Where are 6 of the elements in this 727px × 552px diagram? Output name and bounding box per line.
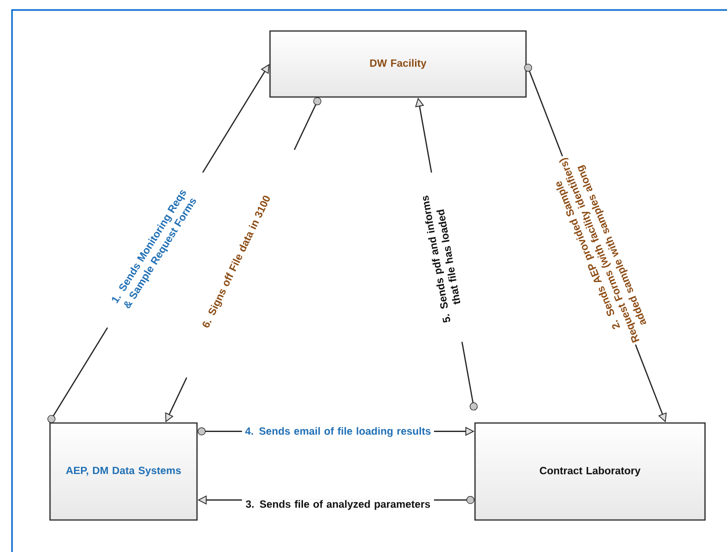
process-box: AEP, DM Data Systems [49, 422, 198, 521]
edge-label: 5. Sends pdf and informs that file has loaded [416, 171, 468, 345]
edge-label: 4. Sends email of file loading results [242, 426, 434, 438]
process-box: Contract Laboratory [474, 422, 706, 521]
process-box: DW Facility [269, 30, 527, 98]
edge-label: 3. Sends file of analyzed parameters [242, 499, 434, 511]
